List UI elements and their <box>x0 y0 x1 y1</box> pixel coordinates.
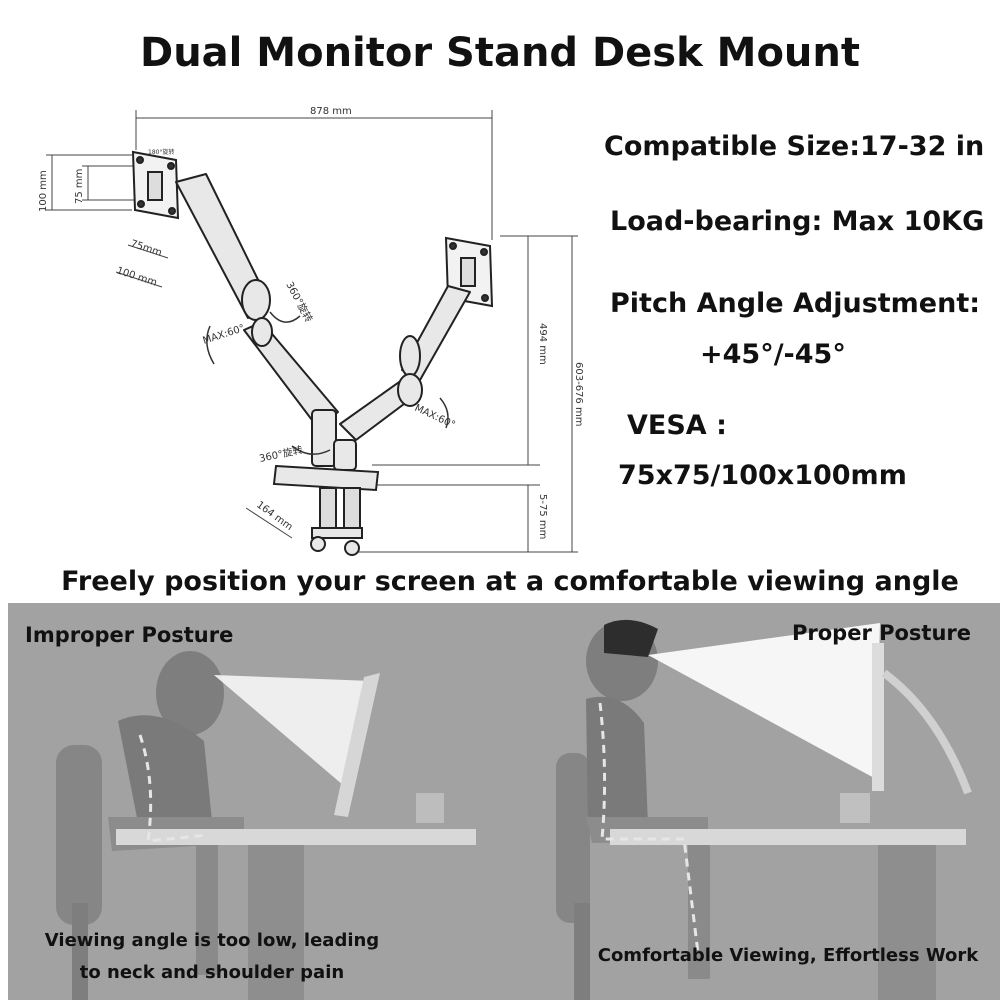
improper-spine <box>138 734 209 843</box>
rotation-bottom-label: 360°旋转 <box>258 443 304 465</box>
desk-clamp <box>272 464 380 556</box>
improper-caption-line-2: to neck and shoulder pain <box>79 962 345 983</box>
dim-width-total: 878 mm <box>310 106 352 117</box>
spec-vesa-value: 75x75/100x100mm <box>618 460 907 491</box>
improper-caption-line-1: Viewing angle is too low, leading <box>44 930 380 951</box>
dim-vesa-75-vertical: 75 mm <box>74 169 85 204</box>
dim-arm-height: 494 mm <box>537 323 548 365</box>
dim-clamp-range: 5-75 mm <box>537 494 548 539</box>
proper-caption: Comfortable Viewing, Effortless Work <box>597 945 979 966</box>
dim-vesa-100-horizontal: 100 mm <box>115 265 158 288</box>
proper-view-cone <box>648 623 880 779</box>
left-vesa-plate <box>131 150 180 220</box>
dim-vesa-75-horizontal: 75mm <box>129 238 163 258</box>
dim-clamp-depth: 164 mm <box>254 500 294 533</box>
proper-figure <box>556 619 936 1000</box>
proper-monitor <box>840 643 972 823</box>
spec-load-bearing: Load-bearing: Max 10KG <box>610 206 985 237</box>
dim-total-height: 603-676 mm <box>573 362 584 426</box>
small-rotation-mark: 180°旋转 <box>148 148 174 156</box>
proper-posture-label: Proper Posture <box>792 621 972 645</box>
left-arm <box>175 173 339 467</box>
rotation-top-label: 360°旋转 <box>283 279 315 324</box>
spec-pitch-angle-label: Pitch Angle Adjustment: <box>610 288 981 319</box>
spec-pitch-angle-value: +45°/-45° <box>700 339 846 370</box>
tilt-right-label: MAX:60° <box>413 403 457 431</box>
spec-vesa-label: VESA : <box>627 410 727 441</box>
section-subtitle: Freely position your screen at a comfort… <box>61 566 959 597</box>
posture-illustration <box>56 619 972 1000</box>
improper-posture-label: Improper Posture <box>25 623 234 647</box>
monitor-arm-diagram: 878 mm 100 mm 75 mm 75mm 100 mm 360°旋转 M… <box>38 106 584 556</box>
improper-desk <box>116 829 476 845</box>
posture-panel: Improper Posture Proper Posture Viewing … <box>8 603 1000 1000</box>
proper-desk <box>610 829 966 845</box>
spec-compatible-size: Compatible Size:17-32 in <box>604 131 985 162</box>
improper-caption: Viewing angle is too low, leading to nec… <box>44 925 380 989</box>
page-title: Dual Monitor Stand Desk Mount <box>139 30 861 76</box>
right-arm <box>333 285 471 471</box>
tilt-left-label: MAX:60° <box>202 323 247 347</box>
improper-monitor <box>334 673 444 823</box>
improper-view-cone <box>214 675 372 791</box>
proper-spine <box>598 702 700 954</box>
dim-vesa-100-vertical: 100 mm <box>38 170 49 212</box>
